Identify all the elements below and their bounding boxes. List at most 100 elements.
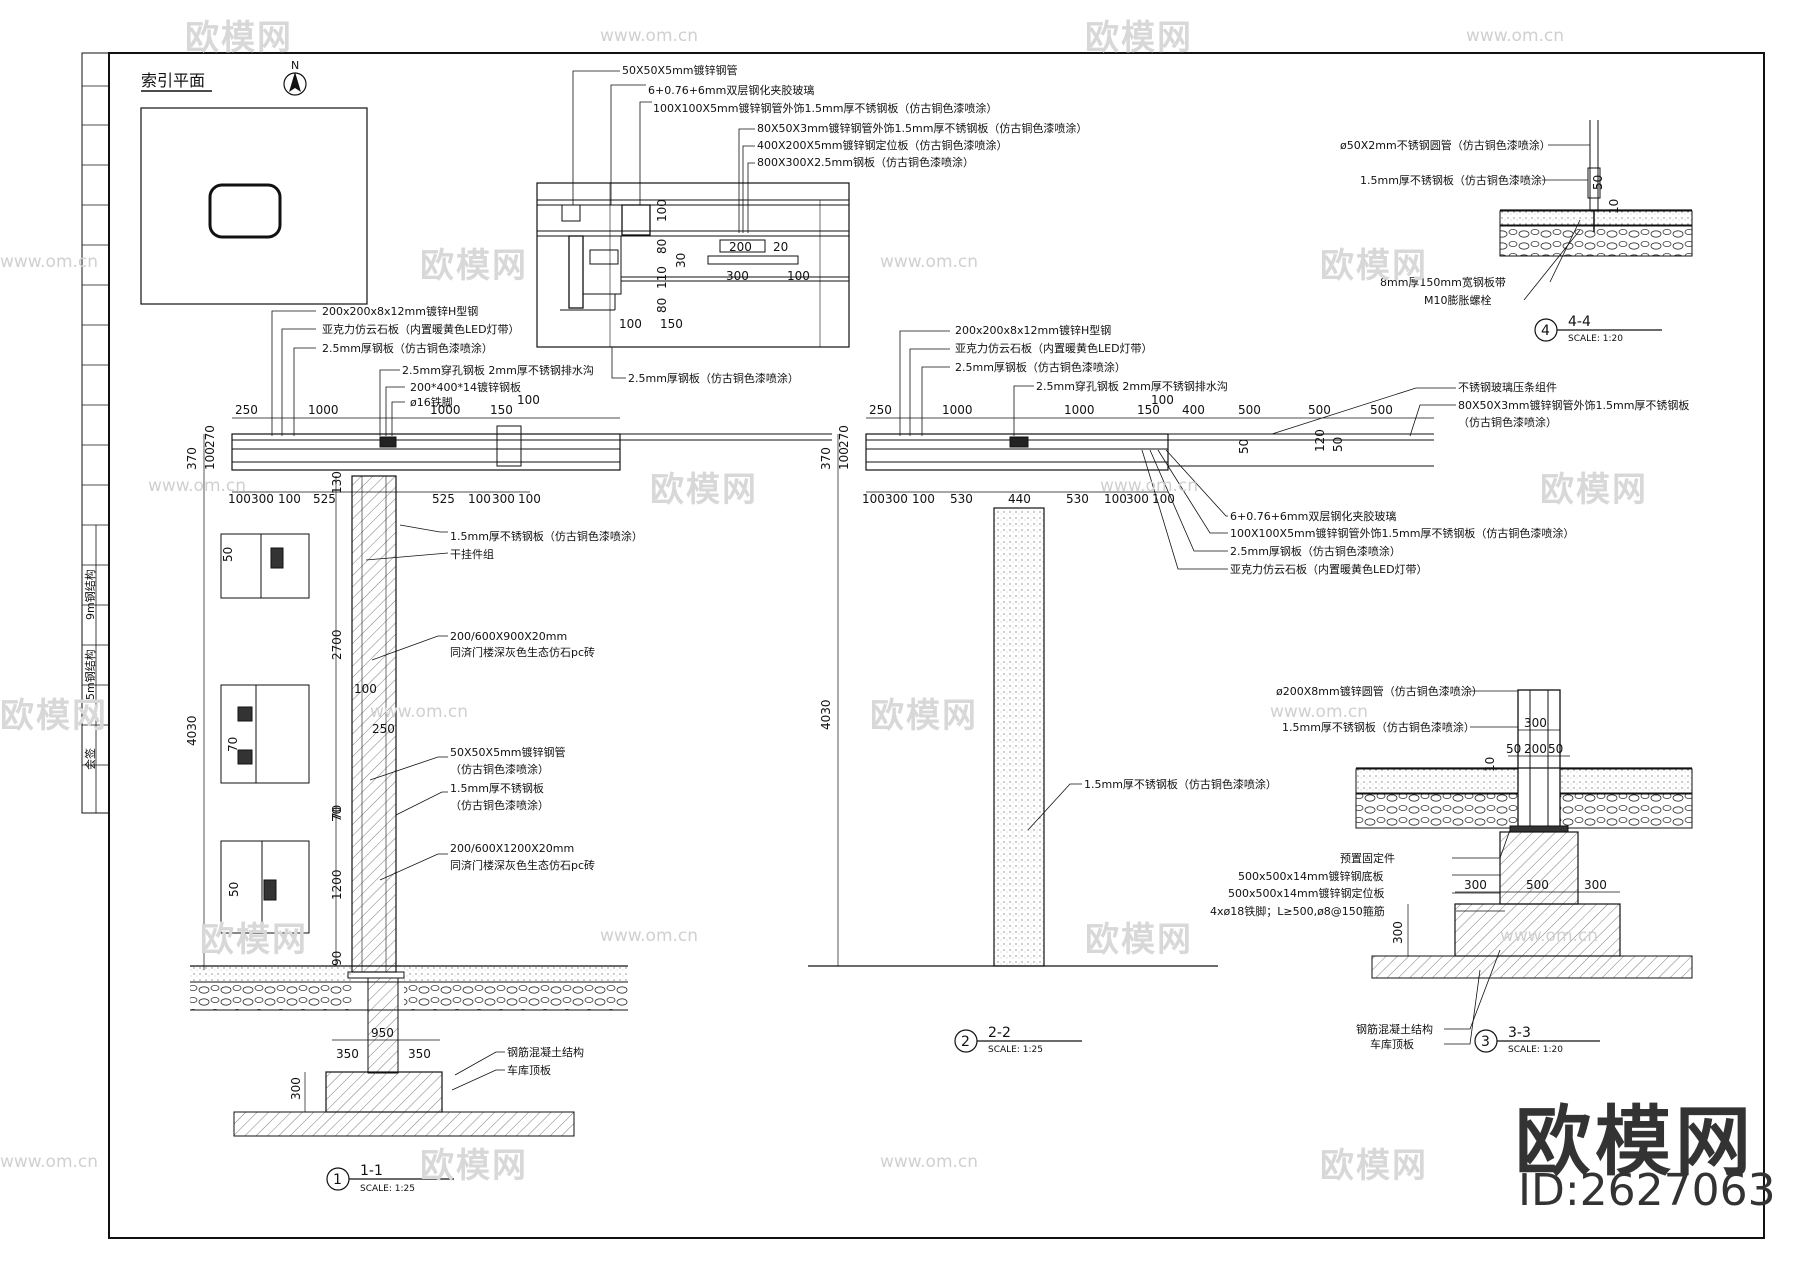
watermark-brand-6: 欧模网 <box>1540 470 1648 510</box>
svg-text:300: 300 <box>726 269 749 283</box>
svg-text:4030: 4030 <box>185 715 199 746</box>
svg-text:100: 100 <box>837 447 851 470</box>
svg-text:1000: 1000 <box>942 403 973 417</box>
section1-tag <box>326 1167 454 1191</box>
svg-text:50: 50 <box>1237 439 1251 454</box>
section2-dim-lines <box>837 417 1434 966</box>
section3-dim-lines <box>1407 729 1620 956</box>
section3-labels: ø200X8mm镀锌圆管（仿古铜色漆喷涂） 1.5mm厚不锈钢板（仿古铜色漆喷涂… <box>1210 684 1483 1051</box>
svg-text:270: 270 <box>837 425 851 448</box>
section4-num: 4 <box>1541 323 1550 339</box>
section4-scale: SCALE: 1:20 <box>1568 334 1623 344</box>
watermark-brand-1: 欧模网 <box>185 18 293 58</box>
section3-dims: 300 50 200 50 10 300 500 300 300 <box>1391 716 1607 944</box>
svg-text:30: 30 <box>674 253 688 268</box>
watermark-brand-11: 欧模网 <box>420 1146 528 1186</box>
svg-text:ø16铁脚: ø16铁脚 <box>410 395 453 409</box>
svg-text:4030: 4030 <box>819 699 833 730</box>
svg-text:1000: 1000 <box>430 403 461 417</box>
svg-text:（仿古铜色漆喷涂）: （仿古铜色漆喷涂） <box>450 798 549 812</box>
svg-text:1.5mm厚不锈钢板（仿古铜色漆喷涂）: 1.5mm厚不锈钢板（仿古铜色漆喷涂） <box>450 529 643 543</box>
svg-text:1000: 1000 <box>308 403 339 417</box>
svg-text:400: 400 <box>1182 403 1205 417</box>
svg-text:100: 100 <box>1104 492 1127 506</box>
watermark-url-3: www.om.cn <box>0 252 99 272</box>
svg-text:100: 100 <box>468 492 491 506</box>
svg-text:525: 525 <box>313 492 336 506</box>
section4-tag <box>1534 318 1662 342</box>
svg-text:150: 150 <box>660 317 683 331</box>
watermark-logo-large: 欧模网 <box>1515 1097 1755 1186</box>
svg-text:2.5mm厚钢板（仿古铜色漆喷涂）: 2.5mm厚钢板（仿古铜色漆喷涂） <box>1230 544 1401 558</box>
dt-label-4: 80X50X3mm镀锌钢管外饰1.5mm厚不锈钢板（仿古铜色漆喷涂） <box>757 121 1087 135</box>
svg-text:10: 10 <box>1483 757 1497 772</box>
svg-text:70: 70 <box>226 737 240 752</box>
section1-canopy <box>231 425 832 471</box>
svg-text:干挂件组: 干挂件组 <box>450 547 494 561</box>
index-plan-title: 索引平面 <box>141 71 205 90</box>
svg-text:120: 120 <box>1313 429 1327 452</box>
svg-text:不锈钢玻璃压条组件: 不锈钢玻璃压条组件 <box>1458 380 1557 394</box>
svg-text:500x500x14mm镀锌钢底板: 500x500x14mm镀锌钢底板 <box>1238 869 1383 883</box>
watermark-url-5: www.om.cn <box>148 476 247 496</box>
svg-text:130: 130 <box>330 471 344 494</box>
index-plan-box <box>140 107 368 305</box>
watermark-id-label: ID:2627063 <box>1518 1165 1776 1216</box>
svg-text:300: 300 <box>492 492 515 506</box>
watermark-brand-4: 欧模网 <box>1320 246 1428 286</box>
svg-text:200/600X900X20mm: 200/600X900X20mm <box>450 630 567 643</box>
watermark-url-10: www.om.cn <box>1500 926 1599 946</box>
dt-label-3: 100X100X5mm镀锌钢管外饰1.5mm厚不锈钢板（仿古铜色漆喷涂） <box>653 101 997 115</box>
svg-text:同済门楼深灰色生态仿石pc砖: 同済门楼深灰色生态仿石pc砖 <box>450 645 595 659</box>
svg-text:50: 50 <box>221 547 235 562</box>
svg-text:950: 950 <box>371 1026 394 1040</box>
watermark-url-8: www.om.cn <box>1270 702 1369 722</box>
svg-text:亚克力仿云石板（内置暖黄色LED灯带）: 亚克力仿云石板（内置暖黄色LED灯带） <box>1230 562 1428 576</box>
svg-text:370: 370 <box>819 447 833 470</box>
watermark-url-9: www.om.cn <box>600 926 699 946</box>
section1-leaders <box>271 310 505 1091</box>
svg-text:200/600X1200X20mm: 200/600X1200X20mm <box>450 842 574 855</box>
svg-text:300: 300 <box>1464 878 1487 892</box>
svg-text:1.5mm厚不锈钢板: 1.5mm厚不锈钢板 <box>450 781 544 795</box>
section1-pier <box>367 977 399 1074</box>
svg-text:500: 500 <box>1308 403 1331 417</box>
section2-dims: 250 1000 1000 150 100 400 500 500 500 10… <box>819 393 1393 730</box>
svg-text:250: 250 <box>372 722 395 736</box>
section3-name: 3-3 <box>1508 1025 1531 1041</box>
svg-text:200x200x8x12mm镀锌H型钢: 200x200x8x12mm镀锌H型钢 <box>322 304 478 318</box>
watermark-brand-8: 欧模网 <box>870 696 978 736</box>
watermark-url-7: www.om.cn <box>370 702 469 722</box>
section4-dims: 10 50 <box>1591 175 1621 214</box>
svg-text:500: 500 <box>1526 878 1549 892</box>
title-strip-text-1: 会签 <box>83 748 97 770</box>
svg-text:200: 200 <box>1524 742 1547 756</box>
section3-leaders <box>1444 690 1518 1045</box>
svg-text:530: 530 <box>950 492 973 506</box>
dt-label-7: 2.5mm厚钢板（仿古铜色漆喷涂） <box>628 371 799 385</box>
svg-text:预置固定件: 预置固定件 <box>1340 851 1395 865</box>
svg-text:钢筋混凝土结构: 钢筋混凝土结构 <box>507 1045 584 1059</box>
svg-text:80: 80 <box>655 239 669 254</box>
svg-text:300: 300 <box>1391 921 1405 944</box>
svg-text:80X50X3mm镀锌钢管外饰1.5mm厚不锈钢板: 80X50X3mm镀锌钢管外饰1.5mm厚不锈钢板 <box>1458 398 1689 412</box>
svg-text:100: 100 <box>203 447 217 470</box>
watermark-url-4: www.om.cn <box>880 252 979 272</box>
north-arrow <box>283 72 307 96</box>
svg-text:200x200x8x12mm镀锌H型钢: 200x200x8x12mm镀锌H型钢 <box>955 323 1111 337</box>
svg-text:100: 100 <box>354 682 377 696</box>
svg-text:50: 50 <box>1331 437 1345 452</box>
svg-text:100: 100 <box>862 492 885 506</box>
section2-scale: SCALE: 1:25 <box>988 1045 1043 1055</box>
watermark-url-2: www.om.cn <box>1466 26 1565 46</box>
svg-text:50: 50 <box>1506 742 1521 756</box>
title-strip-text-2: 5m钢结构 <box>83 649 97 700</box>
section2-canopy <box>865 433 1434 471</box>
svg-text:440: 440 <box>1008 492 1031 506</box>
svg-text:250: 250 <box>235 403 258 417</box>
svg-text:1200: 1200 <box>330 869 344 900</box>
section3-scale: SCALE: 1:20 <box>1508 1045 1563 1055</box>
watermark-url-1: www.om.cn <box>600 26 699 46</box>
svg-text:500: 500 <box>1370 403 1393 417</box>
svg-text:100: 100 <box>655 199 669 222</box>
